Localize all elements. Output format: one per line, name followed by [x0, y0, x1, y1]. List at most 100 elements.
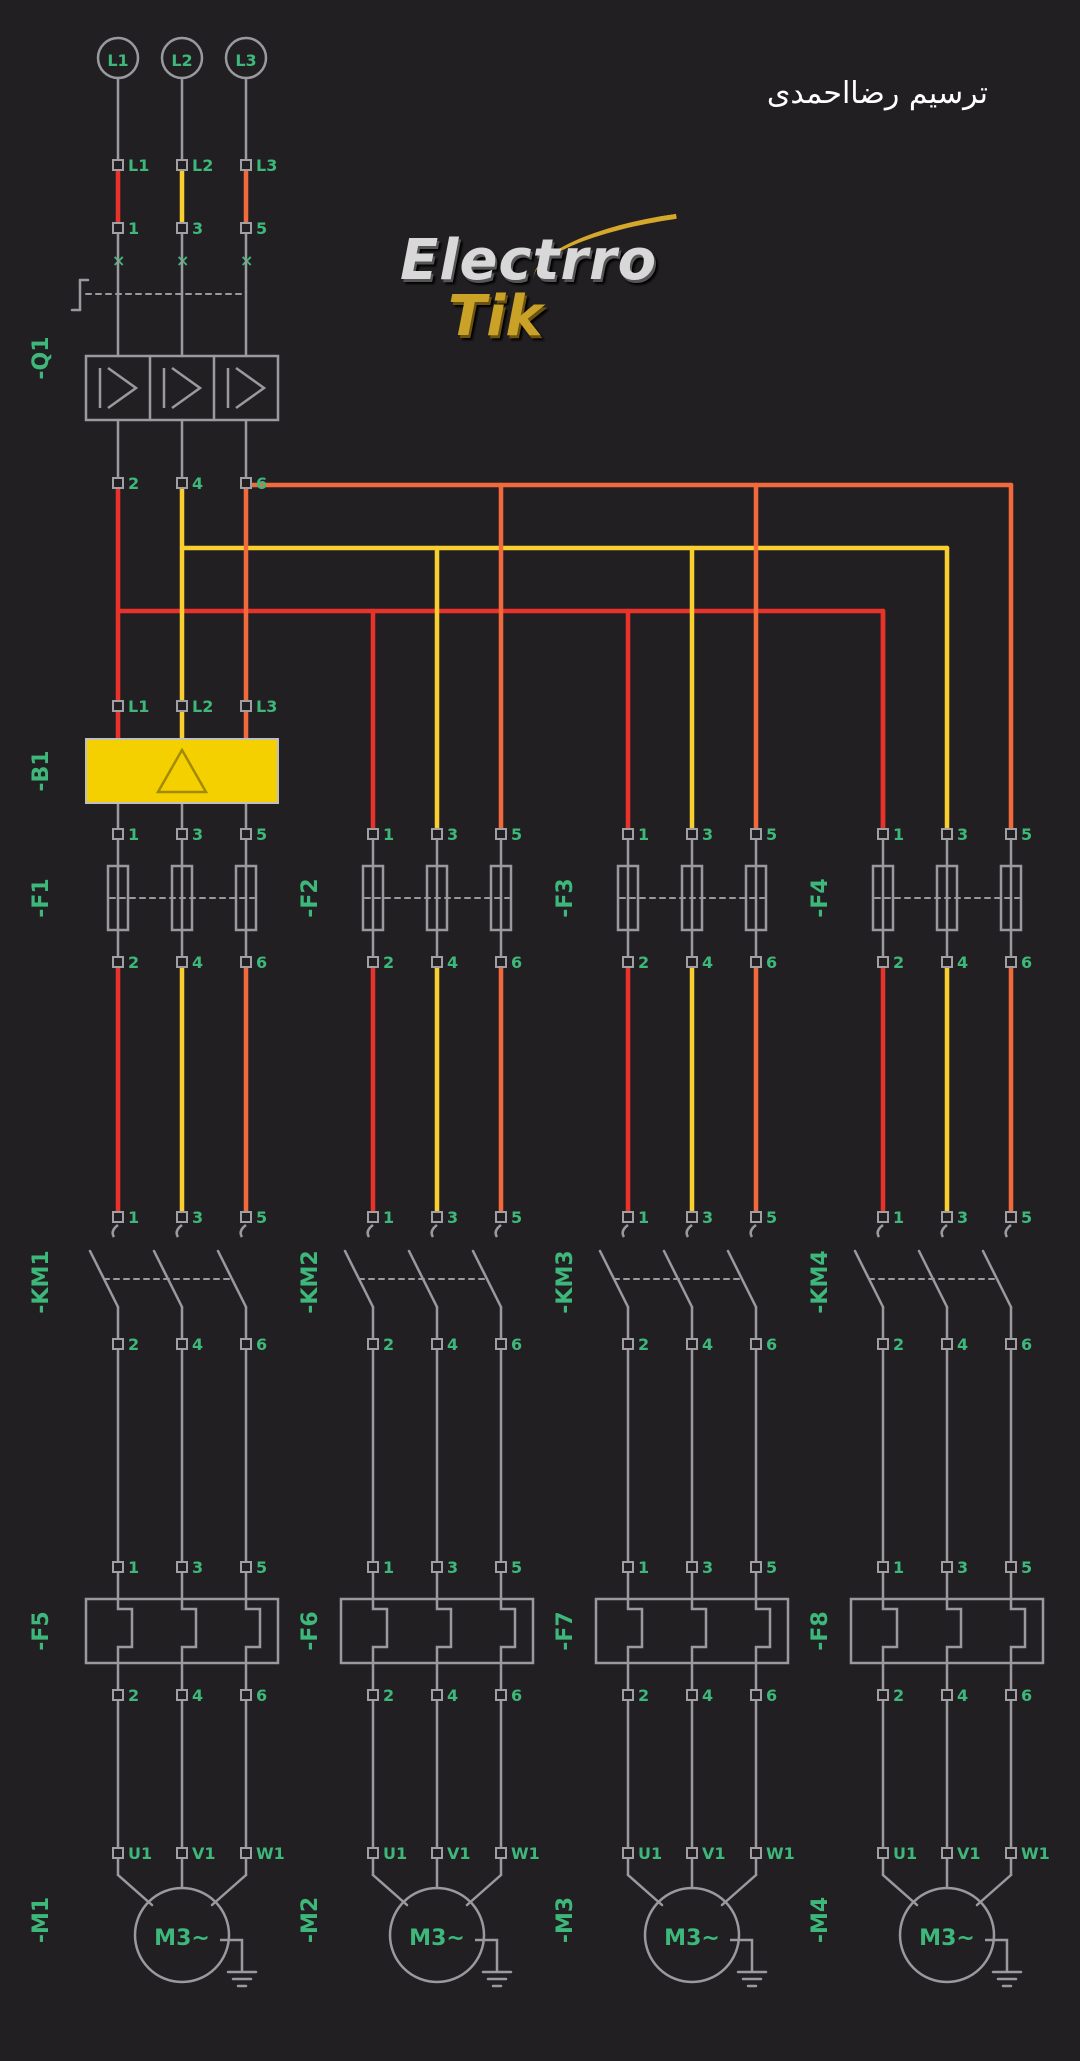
overload-ref: -F5 — [29, 1611, 54, 1650]
electrotik-logo: Electrro Tik — [400, 213, 700, 358]
motor-terminal — [1005, 1847, 1017, 1859]
overload-element — [244, 1572, 262, 1690]
terminal-label: 3 — [192, 825, 203, 844]
terminal-label: L3 — [256, 156, 277, 175]
contactor-out-terminal — [495, 1338, 507, 1350]
supply-phase-label: L3 — [235, 51, 256, 70]
fuse-out-terminal — [750, 956, 762, 968]
author-credit: ترسيم رضااحمدى — [766, 76, 988, 111]
logo-line-2: Tik — [448, 284, 543, 349]
motor-circle — [388, 1886, 486, 1984]
contactor-hook — [430, 1224, 438, 1238]
contactor-out-terminal — [240, 1338, 252, 1350]
motor-terminal — [686, 1847, 698, 1859]
terminal-label: 5 — [256, 1558, 267, 1577]
motor-terminal — [176, 1847, 188, 1859]
motor-label: M3~ — [664, 1926, 720, 1951]
motor-ref: -M4 — [808, 1897, 833, 1943]
contactor-in-terminal — [240, 1211, 252, 1223]
soft-starter-ref: -B1 — [29, 750, 54, 791]
motor-terminal — [622, 1847, 634, 1859]
breaker-ref: -Q1 — [29, 336, 54, 379]
motor-terminal — [495, 1847, 507, 1859]
fuse-in-terminal — [750, 828, 762, 840]
fuse-in-terminal — [240, 828, 252, 840]
terminal-label: 5 — [766, 1558, 777, 1577]
terminal-label: 5 — [1021, 1558, 1032, 1577]
motor-label: M3~ — [409, 1926, 465, 1951]
overload-in-terminal — [877, 1561, 889, 1573]
terminal-label: 4 — [702, 953, 713, 972]
motor-lead — [371, 1873, 409, 1907]
terminal-label: W1 — [256, 1844, 285, 1863]
overload-in-terminal — [431, 1561, 443, 1573]
contactor-out-terminal — [877, 1338, 889, 1350]
contactor-hook — [1004, 1224, 1012, 1238]
soft-starter-in-terminal — [112, 700, 124, 712]
terminal-label: V1 — [447, 1844, 471, 1863]
contactor-blade — [471, 1249, 503, 1309]
logo-line-1: Electrro — [400, 228, 658, 293]
motor-circle — [898, 1886, 996, 1984]
terminal-label: 6 — [1021, 1335, 1032, 1354]
fuse-out-terminal — [622, 956, 634, 968]
fuse-out-terminal — [176, 956, 188, 968]
fuse-out-terminal — [495, 956, 507, 968]
terminal-label: 6 — [766, 1335, 777, 1354]
motor-terminal — [877, 1847, 889, 1859]
contactor-hook — [175, 1224, 183, 1238]
fuse-in-terminal — [686, 828, 698, 840]
motor-lead — [465, 1873, 503, 1907]
breaker-out-terminal — [112, 477, 124, 489]
terminal-label: 3 — [702, 1208, 713, 1227]
terminal-label: V1 — [192, 1844, 216, 1863]
terminal-label: 5 — [1021, 1208, 1032, 1227]
wires-layer — [115, 76, 1014, 1907]
terminal-label: 2 — [128, 953, 139, 972]
terminal-label: 2 — [638, 1335, 649, 1354]
terminal-label: 5 — [1021, 825, 1032, 844]
soft-starter-in-terminal — [240, 700, 252, 712]
overload-ref: -F6 — [298, 1611, 323, 1650]
motor-ref: -M2 — [298, 1897, 323, 1943]
contactor-blade — [981, 1249, 1013, 1309]
contactor-hook — [749, 1224, 757, 1238]
motor-terminal — [367, 1847, 379, 1859]
contactor-blade — [216, 1249, 248, 1309]
terminal-label: 5 — [511, 1208, 522, 1227]
terminal-label: 3 — [192, 1208, 203, 1227]
motor-terminal — [240, 1847, 252, 1859]
motor-lead — [210, 1873, 248, 1907]
fuse-in-terminal — [622, 828, 634, 840]
terminal-label: W1 — [766, 1844, 795, 1863]
terminal-label: U1 — [128, 1844, 152, 1863]
overload-in-terminal — [112, 1561, 124, 1573]
terminal-label: L1 — [128, 156, 149, 175]
overload-ref: -F7 — [553, 1611, 578, 1650]
overload-element — [499, 1572, 517, 1690]
overload-in-terminal — [495, 1561, 507, 1573]
overload-out-terminal — [686, 1689, 698, 1701]
terminal-label: 5 — [256, 219, 267, 238]
motor-terminal — [112, 1847, 124, 1859]
ground-lead — [730, 1938, 754, 1972]
terminal-label: 2 — [128, 474, 139, 493]
contactor-out-terminal — [622, 1338, 634, 1350]
overload-ref: -F8 — [808, 1611, 833, 1650]
supply-phase-label: L1 — [107, 51, 128, 70]
terminal-label: 3 — [192, 219, 203, 238]
motor-label: M3~ — [919, 1926, 975, 1951]
fuse-in-terminal — [112, 828, 124, 840]
overload-out-terminal — [877, 1689, 889, 1701]
overload-element — [180, 1572, 198, 1690]
thermal-magnetic-symbol — [162, 366, 203, 410]
terminal-label: 6 — [766, 1686, 777, 1705]
fuse-out-terminal — [877, 956, 889, 968]
fuse-in-terminal — [431, 828, 443, 840]
terminal-label: 4 — [957, 1686, 968, 1705]
overload-box — [84, 1597, 280, 1665]
contactor-out-terminal — [750, 1338, 762, 1350]
terminal-label: 1 — [893, 1208, 904, 1227]
terminal-label: 4 — [957, 953, 968, 972]
overload-in-terminal — [240, 1561, 252, 1573]
